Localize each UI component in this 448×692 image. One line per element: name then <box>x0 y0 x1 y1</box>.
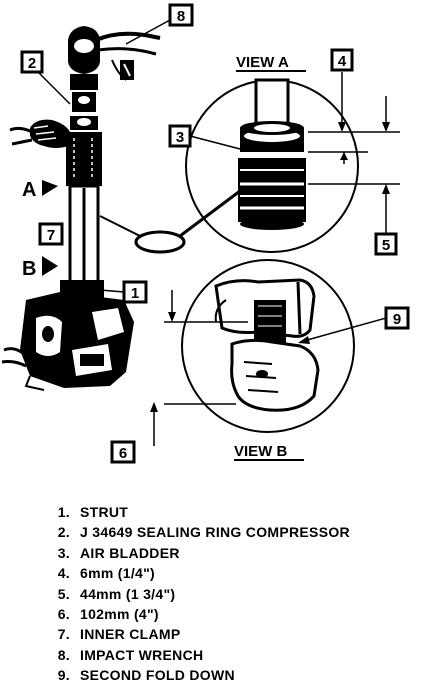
legend-item-number: 7. <box>57 626 70 643</box>
callout-7: 7 <box>38 222 64 246</box>
callout-8: 8 <box>168 3 194 27</box>
svg-text:4: 4 <box>338 53 347 70</box>
svg-text:3: 3 <box>176 129 184 146</box>
inner-clamp-illustration <box>99 186 245 254</box>
svg-text:A: A <box>22 179 36 201</box>
legend-item: 9. SECOND FOLD DOWN <box>38 665 442 685</box>
legend-item-number: 9. <box>57 667 70 684</box>
svg-text:VIEW B: VIEW B <box>234 443 288 460</box>
arrow-b: B <box>22 256 58 280</box>
svg-text:7: 7 <box>47 227 55 244</box>
legend-item: 4. 6mm (1/4") <box>38 563 442 583</box>
svg-text:9: 9 <box>393 311 401 328</box>
view-b: VIEW B <box>150 259 355 461</box>
impact-wrench-illustration <box>68 26 161 81</box>
callout-3: 3 <box>168 124 192 148</box>
legend-item-number: 4. <box>57 565 70 582</box>
legend-item-text: STRUT <box>80 504 129 520</box>
svg-text:2: 2 <box>28 55 36 72</box>
svg-text:5: 5 <box>382 237 390 254</box>
legend-item: 3. AIR BLADDER <box>38 543 442 563</box>
sealing-ring-compressor-illustration <box>9 74 98 148</box>
legend-item: 7. INNER CLAMP <box>38 624 442 644</box>
callout-9: 9 <box>384 306 410 330</box>
callout-6: 6 <box>110 440 136 464</box>
legend-item: 5. 44mm (1 3/4") <box>38 584 442 604</box>
legend-item-text: 102mm (4") <box>80 606 159 623</box>
svg-text:6: 6 <box>119 445 127 462</box>
svg-text:8: 8 <box>177 8 185 25</box>
svg-text:VIEW A: VIEW A <box>236 54 289 71</box>
legend-item-number: 5. <box>57 585 70 602</box>
strut-base-illustration <box>1 292 134 391</box>
legend-item: 8. IMPACT WRENCH <box>38 645 442 665</box>
legend-item-number: 6. <box>57 606 70 623</box>
legend-item-text: AIR BLADDER <box>80 544 180 561</box>
legend-item-number: 1. <box>57 504 70 520</box>
legend-item-number: 2. <box>57 524 70 541</box>
callout-4: 4 <box>330 48 354 72</box>
legend-item-number: 8. <box>57 646 70 663</box>
svg-text:1: 1 <box>131 285 139 302</box>
legend: 1. STRUT 2. J 34649 SEALING RING COMPRESSOR… <box>38 502 442 686</box>
callout-2: 2 <box>20 50 44 74</box>
legend-item-text: SECOND FOLD DOWN <box>80 667 235 684</box>
svg-text:B: B <box>22 258 36 280</box>
leader-lines <box>35 19 387 344</box>
callout-1: 1 <box>122 280 148 304</box>
legend-item: 2. J 34649 SEALING RING COMPRESSOR <box>38 522 442 542</box>
arrow-a: A <box>22 179 58 201</box>
strut-body <box>60 132 104 304</box>
view-a: VIEW A <box>185 54 400 253</box>
legend-item-text: IMPACT WRENCH <box>80 646 204 663</box>
legend-item: 1. STRUT <box>38 502 442 522</box>
legend-item-text: 44mm (1 3/4") <box>80 585 176 602</box>
strut-diagram: A B VIEW A <box>1 3 410 464</box>
legend-item: 6. 102mm (4") <box>38 604 442 624</box>
legend-item-text: INNER CLAMP <box>80 626 181 643</box>
legend-item-text: 6mm (1/4") <box>80 565 155 582</box>
legend-item-number: 3. <box>57 544 70 561</box>
callout-5: 5 <box>374 232 398 256</box>
legend-item-text: J 34649 SEALING RING COMPRESSOR <box>80 524 350 541</box>
strut-assembly: A B <box>1 26 161 391</box>
